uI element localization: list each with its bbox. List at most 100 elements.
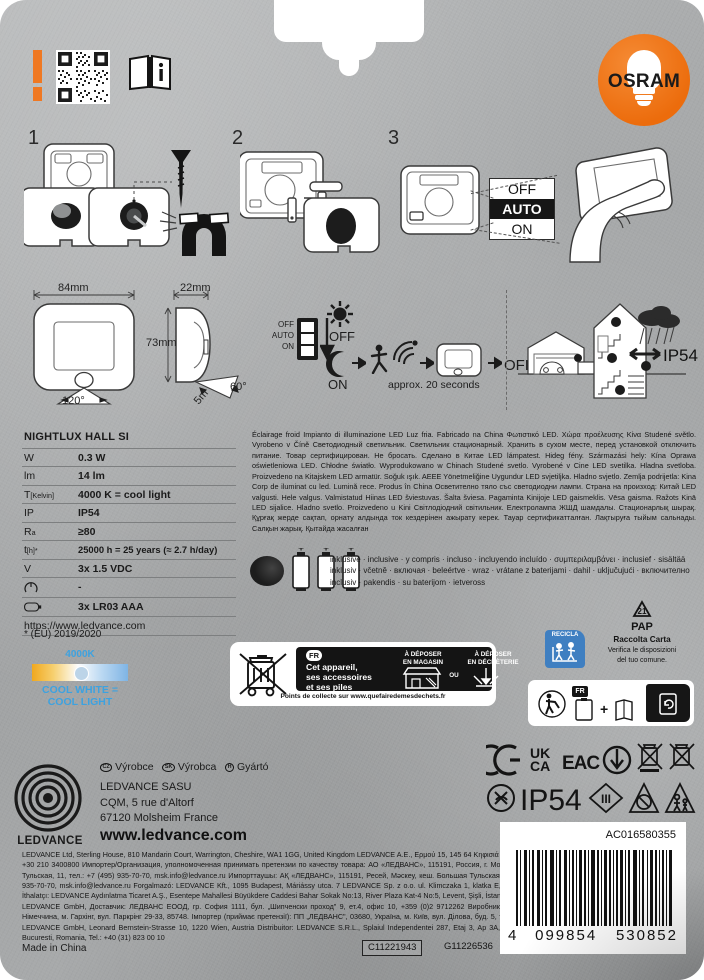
spec-value-battery: 3x LR03 AAA (78, 600, 144, 613)
color-temp-line1: COOL WHITE = (42, 684, 118, 696)
spec-value-lumen: 14 lm (78, 470, 105, 483)
svg-text:+: + (323, 548, 329, 555)
osram-wordmark: OSRAM (607, 71, 681, 92)
ledvance-wordmark: LEDVANCE (17, 835, 83, 847)
step2-svg (240, 151, 380, 253)
mode-auto[interactable]: AUTO (490, 199, 554, 219)
triman-instruction-text: Cet appareil, ses accessoires et ses pil… (306, 662, 390, 703)
osram-logo: OSRAM (598, 34, 690, 126)
lens-cover-icon (250, 556, 284, 586)
function-daylight-label: OFF (329, 329, 355, 344)
spec-row-lifetime: t[h]* 25000 h = 25 years (≈ 2.7 h/day) (22, 541, 236, 560)
motion-sensor-waves-icon (393, 340, 418, 365)
spec-row-lumen: lm 14 lm (22, 467, 236, 486)
color-temp-label: COOL WHITE = COOL LIGHT (8, 684, 152, 708)
pap-line3: del tuo comune. (617, 657, 667, 665)
pap-line2: Verifica le disposizioni (607, 646, 677, 654)
svg-text:+: + (600, 701, 608, 717)
svg-text:+: + (348, 548, 354, 555)
ledvance-website[interactable]: www.ledvance.com (100, 827, 248, 844)
manufacturer-label-cz: Výrobce (115, 761, 154, 773)
instruction-booklet-icon (128, 53, 172, 93)
triman-option2-caption: À DÉPOSER EN DÉCHÈTERIE (462, 651, 524, 667)
tidyman-icon (538, 690, 566, 718)
svg-text:EAC: EAC (562, 753, 600, 774)
spec-key-ip: IP (24, 507, 34, 520)
spec-row-cri: Ra ≥80 (22, 523, 236, 542)
spec-website[interactable]: https://www.ledvance.com (22, 617, 236, 637)
recycle-bin-dark-panel (646, 684, 690, 722)
triman-l1: Cet appareil, (306, 662, 358, 672)
step3-hand-svg (569, 147, 673, 263)
orange-bar-long (33, 50, 42, 83)
pap-recycling-info: 21 PAP Raccolta Carta Verifica le dispos… (592, 600, 692, 666)
triman-or-label: OU (449, 672, 459, 679)
triman-opt2-l2: EN DÉCHÈTERIE (467, 658, 519, 666)
magnet-icon (159, 211, 230, 256)
shop-icon (402, 667, 442, 689)
bulb-base (635, 95, 653, 100)
spec-row-temperature: T[Kelvin] 4000 K = cool light (22, 486, 236, 505)
function-result-label: OFF (504, 357, 534, 374)
multilingual-notice: Éclairage froid Impianto di illuminazion… (252, 430, 696, 533)
fn-on: ON (282, 341, 294, 351)
svg-text:21: 21 (638, 607, 647, 616)
specification-table: NIGHTLUX HALL SI W 0.3 W lm 14 lm T[Kelv… (22, 428, 236, 637)
triman-option1-caption: À DÉPOSER EN MAGASIN (396, 651, 450, 667)
recicla-icon: RECICLA (545, 630, 585, 668)
triman-dark-panel (296, 647, 492, 691)
color-temp-line2: COOL LIGHT (47, 696, 113, 709)
triman-country-code: FR (306, 650, 322, 661)
spec-value-voltage: 3x 1.5 VDC (78, 562, 133, 575)
ledvance-rings-svg (14, 764, 82, 832)
spec-row-ip: IP IP54 (22, 504, 236, 523)
spec-value-cri: ≥80 (78, 525, 96, 538)
walking-person-icon (370, 344, 388, 374)
triman-opt1-l2: EN MAGASIN (402, 658, 444, 666)
spec-value-wattage: 0.3 W (78, 451, 106, 464)
orange-accent-bars (33, 50, 42, 101)
flag-sk: SK (162, 762, 175, 772)
fn-auto: AUTO (271, 330, 294, 340)
included-languages-notice: inklusive · inclusive · y compris · incl… (330, 555, 690, 587)
spec-key-voltage: V (24, 562, 32, 575)
crossed-bin-icon (239, 653, 287, 697)
switch-cycles-icon (24, 582, 78, 594)
paper-plus-carton-icon: + (575, 698, 633, 721)
function-night-label: ON (328, 377, 348, 392)
spec-value-temperature: 4000 K = cool light (78, 488, 171, 501)
step3-device-svg (400, 165, 480, 235)
sun-icon (327, 301, 353, 327)
flag-cz: CZ (100, 762, 113, 772)
battery-glyph (24, 602, 42, 612)
orange-bar-short (33, 87, 42, 101)
mode-on[interactable]: ON (511, 221, 533, 237)
dimension-depth-label: 22mm (180, 282, 211, 294)
manufacturer-address-2: 67120 Molsheim France (100, 812, 219, 825)
certification-svg: UK CA EAC (486, 743, 696, 817)
section-divider (506, 290, 507, 410)
recicla-figure-icon (552, 642, 577, 662)
spec-footnote: * (EU) 2019/2020 (24, 629, 102, 640)
spec-value-switch-cycles: - (78, 580, 82, 593)
bulb-shape (627, 50, 661, 90)
qr-code-icon[interactable] (56, 50, 110, 104)
switch-slot-on (301, 346, 314, 356)
dimension-angle-vertical: 60° (230, 381, 247, 393)
mode-off[interactable]: OFF (508, 181, 536, 197)
svg-text:III: III (601, 792, 611, 806)
screw-icon (171, 150, 191, 208)
bulb-base-tip (637, 101, 651, 106)
article-number: AC016580355 (605, 829, 676, 841)
triman-l2: ses accessoires (306, 672, 372, 683)
spec-key-wattage: W (24, 451, 34, 464)
spec-value-lifetime: 25000 h = 25 years (≈ 2.7 h/day) (78, 544, 218, 556)
mode-switch-legend[interactable]: OFF AUTO ON (489, 178, 555, 240)
manufacturer-label-hu: Gyártó (236, 761, 269, 773)
manufacturer-name: LEDVANCE SASU (100, 781, 192, 793)
qr-code-svg (56, 50, 110, 104)
spec-key-cri: Ra (24, 525, 36, 538)
battery-icon (24, 602, 78, 613)
ip54-cert-text: IP54 (520, 784, 582, 817)
